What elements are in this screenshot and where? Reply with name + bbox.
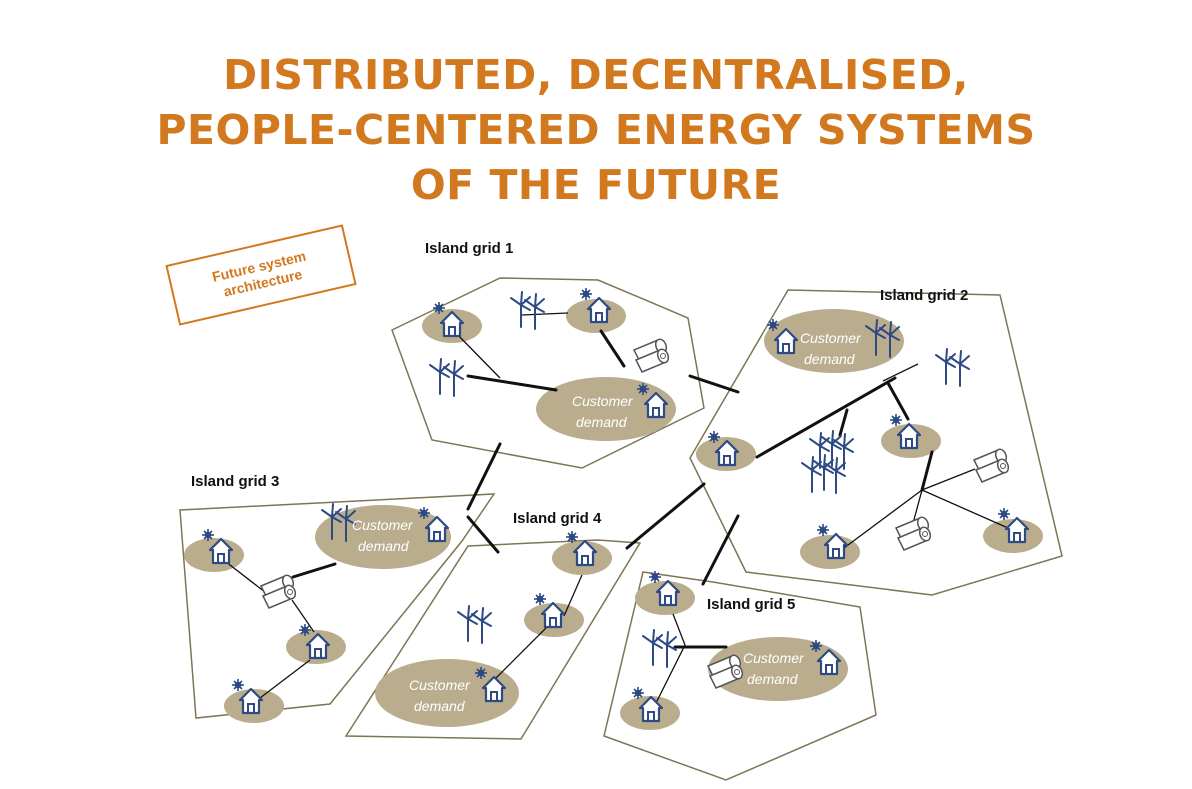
wood-logs-icon bbox=[973, 446, 1012, 483]
island-2-border bbox=[689, 289, 1063, 596]
wood-logs-icon bbox=[633, 336, 672, 373]
demand-label-line1: Customer bbox=[352, 517, 414, 533]
island-3-border bbox=[179, 493, 496, 719]
main-links bbox=[291, 329, 934, 649]
demand-label-line2: demand bbox=[576, 414, 628, 430]
wind-turbine-icon bbox=[936, 349, 969, 386]
wood-logs-icon bbox=[895, 514, 934, 551]
title-line-2: PEOPLE-CENTERED ENERGY SYSTEMS bbox=[156, 106, 1036, 154]
demand-ellipse bbox=[536, 377, 676, 441]
wood-logs-icon bbox=[260, 572, 299, 609]
island-grid-5-label: Island grid 5 bbox=[707, 596, 795, 613]
island-grid-4-label: Island grid 4 bbox=[513, 510, 602, 527]
demand-labels: Customer demand Customer demand Customer… bbox=[352, 330, 862, 714]
node-ellipses bbox=[184, 299, 1043, 730]
island-borders bbox=[179, 277, 1063, 781]
demand-ellipse bbox=[708, 637, 848, 701]
demand-label-line2: demand bbox=[358, 538, 410, 554]
demand-label-line2: demand bbox=[414, 698, 466, 714]
island-grid-1-label: Island grid 1 bbox=[425, 240, 513, 257]
wind-turbine-icon bbox=[643, 630, 676, 667]
demand-label-line1: Customer bbox=[409, 677, 471, 693]
title-line-3: OF THE FUTURE bbox=[410, 161, 782, 209]
wind-turbine-icon bbox=[802, 455, 845, 493]
island-5-border bbox=[603, 571, 877, 781]
page-title: DISTRIBUTED, DECENTRALISED, PEOPLE-CENTE… bbox=[0, 48, 1192, 213]
demand-ellipse bbox=[764, 309, 904, 373]
wind-turbine-icon bbox=[511, 292, 544, 329]
demand-label-line1: Customer bbox=[572, 393, 634, 409]
island-4-border bbox=[344, 539, 642, 740]
local-lines bbox=[220, 312, 1009, 706]
island-labels: Island grid 1 Island grid 2 Island grid … bbox=[191, 240, 968, 613]
demand-label-line2: demand bbox=[747, 671, 799, 687]
title-line-1: DISTRIBUTED, DECENTRALISED, bbox=[223, 51, 969, 99]
demand-label-line1: Customer bbox=[800, 330, 862, 346]
demand-label-line1: Customer bbox=[743, 650, 805, 666]
demand-label-line2: demand bbox=[804, 351, 856, 367]
island-grid-3-label: Island grid 3 bbox=[191, 473, 279, 490]
wind-turbine-icon bbox=[430, 359, 463, 396]
island-grid-2-label: Island grid 2 bbox=[880, 287, 968, 304]
island-1-border bbox=[391, 277, 705, 469]
wind-turbine-icon bbox=[458, 606, 491, 643]
